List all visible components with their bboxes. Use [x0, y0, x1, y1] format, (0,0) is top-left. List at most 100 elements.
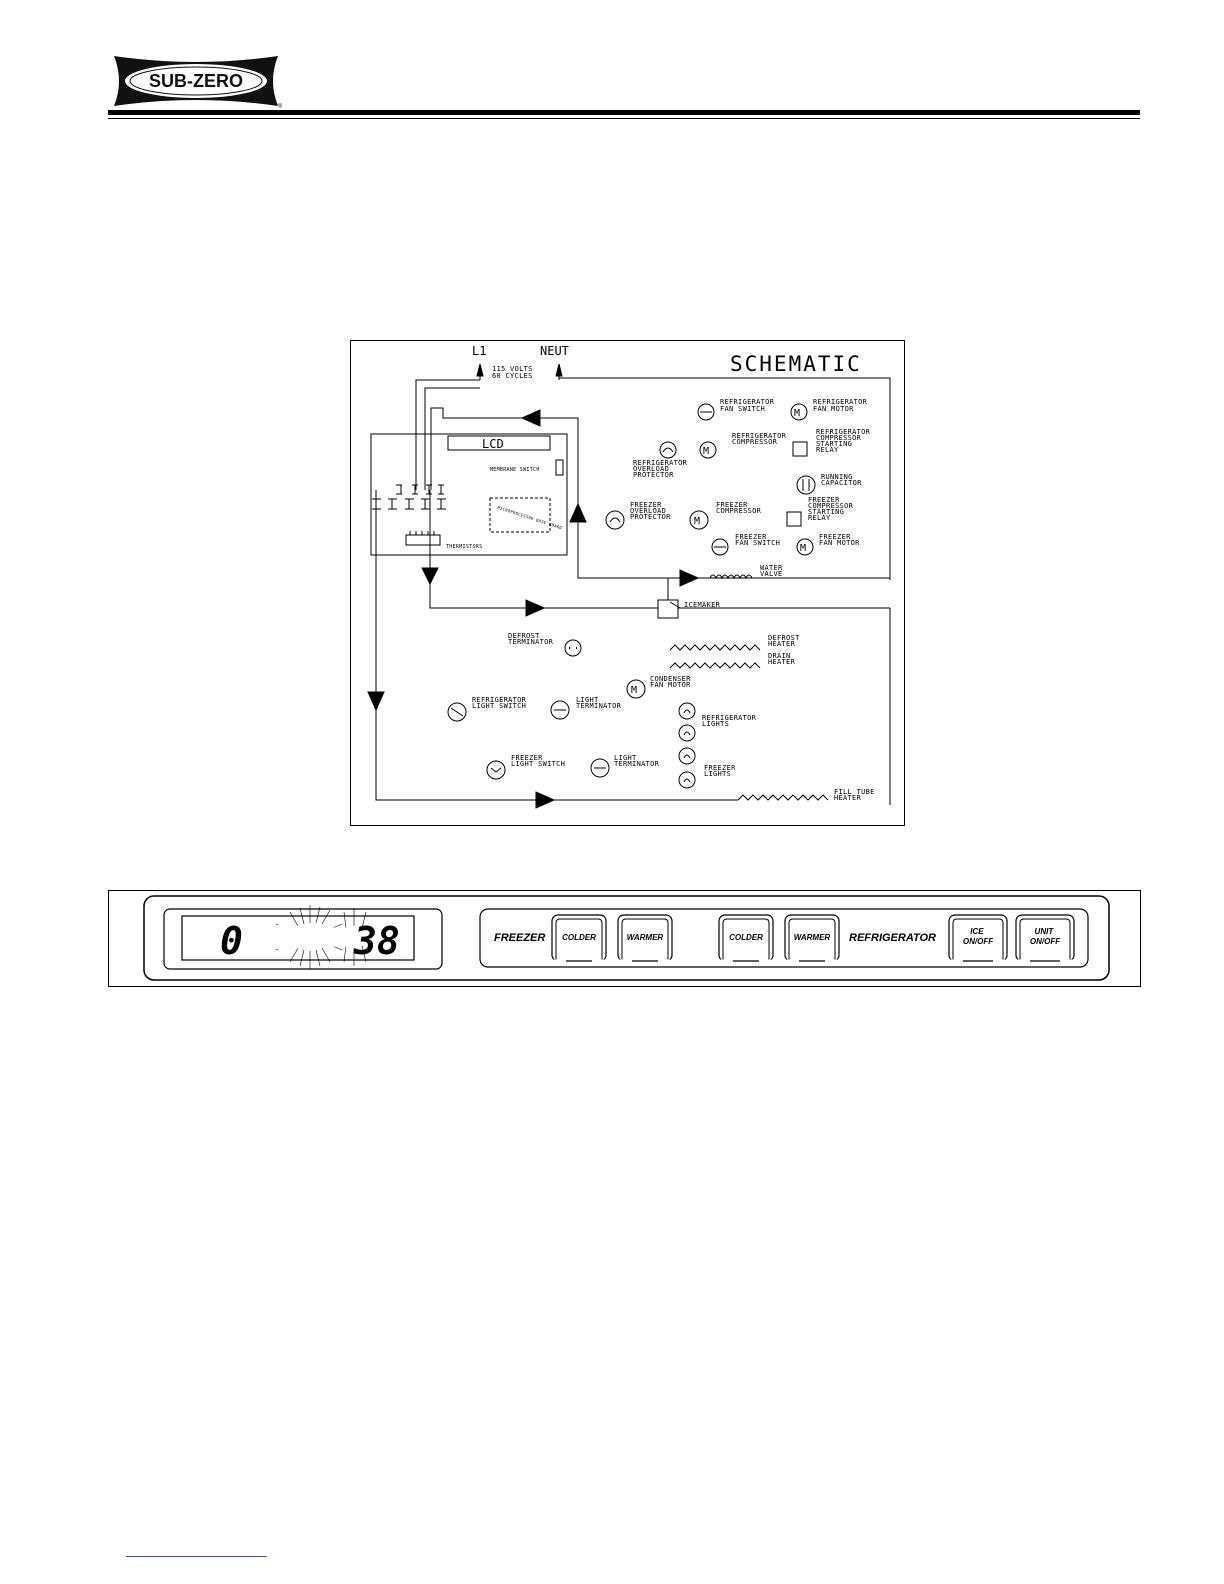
refrigerator-warmer-button[interactable]: WARMER	[784, 914, 840, 963]
refrigerator-compressor-icon	[699, 441, 717, 459]
svg-text:FREEZER FAN MOTOR: FREEZER FAN MOTOR	[819, 533, 860, 547]
arrow-right-bottom	[535, 791, 556, 809]
freezer-compressor-icon	[689, 510, 709, 530]
freezer-light-switch-label-2: LIGHT SWITCH	[511, 760, 565, 768]
unit-label-1: UNIT	[1035, 927, 1055, 936]
freezer-warmer-button[interactable]: WARMER	[617, 914, 673, 963]
footer-link-underline[interactable]	[126, 1556, 267, 1557]
svg-text:M: M	[703, 446, 709, 457]
svg-text:CONDENSER FAN MOTOR: CONDENSER FAN MOTOR	[650, 675, 695, 689]
freezer-colder-button[interactable]: COLDER	[551, 914, 607, 963]
svg-text:DEFROST TERMINATOR: DEFROST TERMINATOR	[508, 632, 554, 646]
svg-text:DRAIN HEATER: DRAIN HEATER	[768, 652, 796, 666]
water-valve-coil-icon	[709, 574, 753, 580]
freezer-overload-label-2: OVERLOAD	[630, 507, 666, 515]
microprocessor-label: MICROPROCESSOR BASE BOARD	[497, 505, 563, 531]
freezer-light-1-icon	[678, 747, 696, 765]
refrigerator-relay-label-4: RELAY	[816, 446, 839, 454]
temperature-display: 0 38	[163, 905, 443, 970]
fill-tube-heater-icon	[737, 794, 829, 801]
svg-text:REFRIGERATOR LIGHT SWITCH: REFRIGERATOR LIGHT SWITCH	[472, 696, 531, 710]
drain-heater-label-2: HEATER	[768, 658, 796, 666]
svg-text:WATER VALVE: WATER VALVE	[760, 564, 787, 578]
neut-label: NEUT	[540, 344, 569, 358]
refrigerator-fan-switch-label-1: REFRIGERATOR	[720, 398, 775, 406]
refrigerator-light-terminator-icon	[550, 700, 570, 720]
icemaker-label: ICEMAKER	[684, 601, 721, 609]
svg-text:M: M	[794, 408, 800, 419]
sub-zero-logo: SUB-ZERO ®	[114, 56, 283, 108]
freezer-lights-label-2: LIGHTS	[704, 770, 731, 778]
refrigerator-relay-label-1: REFRIGERATOR	[816, 428, 871, 436]
freezer-label: FREEZER	[494, 932, 545, 944]
refrigerator-relay-label-2: COMPRESSOR	[816, 434, 862, 442]
svg-text:REFRIGERATOR COMPRESSOR: REFRIGERATOR COMPRESSOR	[732, 432, 791, 446]
freezer-compressor-label-2: COMPRESSOR	[716, 507, 762, 515]
running-capacitor-icon	[796, 475, 816, 495]
refrigerator-label: REFRIGERATOR	[849, 932, 936, 944]
freezer-light-terminator-label-2: TERMINATOR	[614, 760, 660, 768]
freezer-warmer-label: WARMER	[627, 933, 664, 942]
svg-text:M: M	[631, 685, 637, 696]
refrigerator-fan-switch-icon	[697, 403, 715, 421]
unit-on-off-button[interactable]: UNIT ON/OFF	[1015, 914, 1075, 963]
freezer-light-2-icon	[678, 771, 696, 789]
arrow-right-water	[679, 569, 700, 587]
svg-text:M: M	[800, 543, 806, 554]
water-valve-label-1: WATER	[760, 564, 783, 572]
refrigerator-colder-button[interactable]: COLDER	[718, 914, 774, 963]
freezer-overload-label-3: PROTECTOR	[630, 513, 671, 521]
svg-text:FREEZER COMPRESSOR STA: FREEZER COMPRESSOR STARTING RELAY	[808, 496, 858, 522]
microprocessor-box	[489, 497, 551, 533]
refrigerator-compressor-label-1: REFRIGERATOR	[732, 432, 787, 440]
unit-label-2: ON/OFF	[1030, 937, 1061, 946]
fill-tube-heater-label-1: FILL TUBE	[834, 788, 875, 796]
refrigerator-warmer-label: WARMER	[794, 933, 831, 942]
wire-l1-feed-2	[424, 387, 480, 490]
refrigerator-light-switch-label-2: LIGHT SWITCH	[472, 702, 526, 710]
freezer-relay-label-1: FREEZER	[808, 496, 840, 504]
condenser-fan-motor-label-2: FAN MOTOR	[650, 681, 691, 689]
freezer-fan-switch-label-2: FAN SWITCH	[735, 539, 780, 547]
svg-text:FREEZER COMPRESSOR: FREEZER COMPRESSOR	[716, 501, 762, 515]
svg-text:DEFROST HEATER: DEFROST HEATER	[768, 634, 804, 648]
membrane-switch-label: MEMBRANE SWITCH	[490, 467, 540, 473]
drain-heater-icon	[669, 662, 761, 669]
refrigerator-light-1-icon	[678, 702, 696, 720]
running-capacitor-label-2: CAPACITOR	[821, 479, 862, 487]
freezer-light-terminator-icon	[590, 758, 610, 778]
control-board	[370, 433, 568, 556]
wiring-schematic: SCHEMATIC L1 NEUT 115 VOLTS 60 CYCLES LC…	[350, 340, 905, 826]
freezer-lights-label-1: FREEZER	[704, 764, 736, 772]
header-rule-thin	[108, 118, 1140, 119]
defrost-terminator-label-1: DEFROST	[508, 632, 540, 640]
l1-plug-icon	[476, 363, 484, 380]
svg-text:FREEZER OVERLOAD PROTE: FREEZER OVERLOAD PROTECTOR	[630, 501, 671, 521]
l1-label: L1	[472, 344, 486, 358]
svg-text:REFRIGERATOR FAN MOTOR: REFRIGERATOR FAN MOTOR	[813, 398, 872, 413]
lcd-label: LCD	[482, 437, 504, 451]
refrigerator-light-terminator-label-1: LIGHT	[576, 696, 599, 704]
svg-text:UNIT ON/OFF: UNIT ON/OFF	[1030, 927, 1061, 946]
refrigerator-lights-label-2: LIGHTS	[702, 720, 729, 728]
defrost-heater-icon	[669, 644, 761, 651]
refrigerator-relay-label-3: STARTING	[816, 440, 852, 448]
ice-label-1: ICE	[970, 927, 984, 936]
freezer-light-switch-icon	[486, 760, 506, 780]
svg-text:FREEZER LIGHTS: FREEZER LIGHTS	[704, 764, 740, 778]
refrigerator-overload-protector-icon	[659, 441, 677, 459]
freezer-overload-label-1: FREEZER	[630, 501, 662, 509]
condenser-fan-motor-icon	[626, 679, 646, 699]
defrost-heater-label-2: HEATER	[768, 640, 796, 648]
header-rule-thick	[108, 110, 1140, 115]
svg-text:LIGHT TERMINATOR: LIGHT TERMINATOR	[614, 754, 660, 768]
logo-text: SUB-ZERO	[149, 71, 243, 91]
freezer-light-terminator-label-1: LIGHT	[614, 754, 637, 762]
ice-label-2: ON/OFF	[963, 937, 994, 946]
svg-text:ICE ON/OFF: ICE ON/OFF	[963, 927, 994, 946]
freezer-relay-label-2: COMPRESSOR	[808, 502, 854, 510]
freezer-light-switch-label-1: FREEZER	[511, 754, 543, 762]
defrost-terminator-icon	[564, 639, 582, 657]
refrigerator-light-terminator-label-2: TERMINATOR	[576, 702, 622, 710]
ice-on-off-button[interactable]: ICE ON/OFF	[948, 914, 1008, 963]
